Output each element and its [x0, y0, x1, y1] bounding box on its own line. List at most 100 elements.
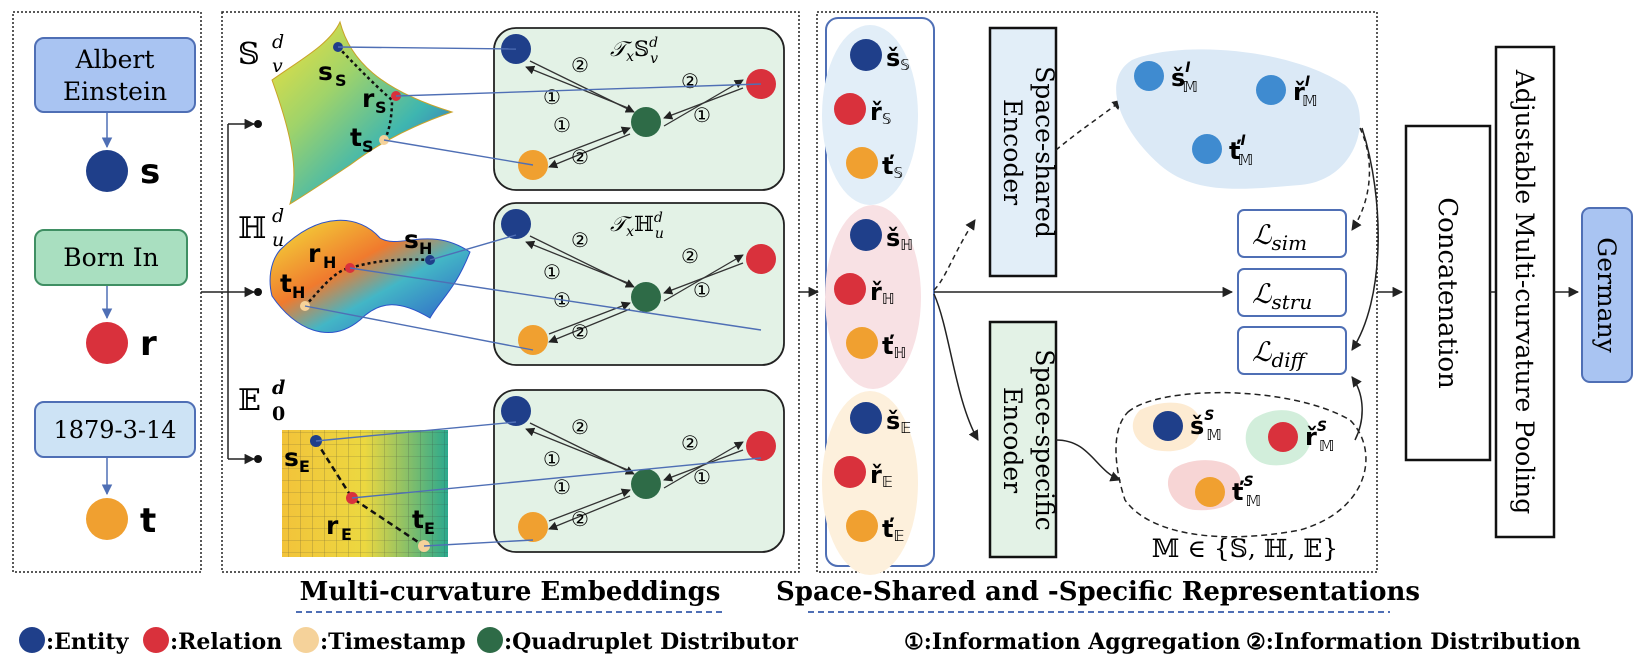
projected-t-node — [846, 510, 878, 542]
loss-stru-sub: stru — [1271, 290, 1312, 314]
loss-sim-box: ℒsim — [1237, 209, 1347, 258]
projected-t-node — [846, 147, 878, 179]
projected-t-node — [846, 327, 878, 359]
hyper-r-sub: H — [323, 253, 336, 272]
step-marker: ② — [571, 53, 589, 77]
projected-t-label: ť𝕊 — [882, 152, 903, 182]
input-relation: Born In — [34, 229, 188, 286]
tangent-timestamp-node — [518, 512, 548, 542]
sphere-sub: v — [272, 55, 283, 77]
step-marker: ① — [543, 260, 561, 284]
sphere-s-sub: S — [335, 71, 347, 90]
hyper-sup: d — [272, 205, 284, 227]
subject-symbol: s — [140, 152, 160, 192]
hyper-sub: u — [272, 229, 284, 251]
time-label: 1879-3-14 — [53, 416, 176, 444]
projected-r-label: ř𝔼 — [870, 461, 893, 491]
loss-sim-symbol: ℒ — [1252, 220, 1272, 251]
hyper-t-label: t — [280, 269, 292, 298]
projected-s-label: š𝕊 — [886, 44, 910, 74]
step-marker: ② — [681, 431, 699, 455]
loss-stru-box: ℒstru — [1237, 268, 1347, 317]
step-marker: ① — [693, 465, 711, 489]
shared-encoder-label1: Space-shared — [1030, 66, 1059, 238]
step-marker: ① — [543, 447, 561, 471]
sphere-sup: d — [272, 31, 284, 53]
hyperbolic-manifold: ℍ d u s H r H t H — [238, 205, 471, 333]
legend-relation-icon — [143, 627, 169, 653]
relation-label: Born In — [63, 243, 158, 272]
entity-node-icon — [86, 150, 128, 192]
subject-label-line1: Albert — [75, 45, 155, 74]
tangent-distributor-node — [631, 107, 661, 137]
projected-t-label: ťℍ — [882, 332, 906, 362]
specific-encoder-label2: Encoder — [998, 387, 1027, 493]
sphere-r-sub: S — [375, 98, 387, 117]
relation-symbol: r — [140, 324, 157, 364]
section-title-representations: Space-Shared and -Specific Representatio… — [776, 577, 1420, 607]
projected-s-node — [850, 219, 882, 251]
svg-text:ℒstru: ℒstru — [1252, 279, 1312, 314]
input-time: 1879-3-14 — [34, 401, 196, 458]
eucl-r-label: r — [326, 511, 339, 540]
projected-r-node — [834, 93, 866, 125]
tangent-distributor-node — [631, 282, 661, 312]
tangent-relation-node — [746, 244, 776, 274]
hyper-r-label: r — [308, 239, 321, 268]
step-marker: ② — [571, 228, 589, 252]
shared-output-blob — [1116, 49, 1360, 189]
shared-s-node — [1134, 61, 1164, 91]
legend: :Entity :Relation :Timestamp :Quadruplet… — [19, 627, 1581, 655]
shared-t-node — [1192, 134, 1222, 164]
eucl-s-label: s — [284, 443, 299, 472]
concatenation-label: Concatenation — [1432, 197, 1462, 389]
step-marker: ② — [571, 507, 589, 531]
specific-t-node — [1195, 477, 1225, 507]
hyper-name: ℍ — [238, 211, 266, 246]
legend-relation: :Relation — [170, 629, 282, 655]
loss-stru-symbol: ℒ — [1252, 279, 1272, 310]
projected-s-label: š𝔼 — [886, 407, 911, 437]
specific-s-node — [1153, 411, 1183, 441]
sphere-r-label: r — [362, 84, 375, 113]
loss-sim-sub: sim — [1271, 231, 1307, 255]
sphere-name: 𝕊 — [238, 37, 260, 72]
legend-entity-icon — [19, 627, 45, 653]
eucl-name: 𝔼 — [238, 383, 261, 418]
tangent-relation-node — [746, 431, 776, 461]
step-marker: ② — [571, 415, 589, 439]
sphere-manifold: 𝕊 d v s S r S t S — [238, 20, 454, 206]
section-title-embeddings: Multi-curvature Embeddings — [300, 577, 721, 607]
step-marker: ① — [543, 85, 561, 109]
projected-r-label: řℍ — [870, 278, 895, 308]
projected-s-label: šℍ — [886, 224, 913, 254]
projected-r-label: ř𝕊 — [870, 98, 891, 128]
concatenation-box — [1404, 124, 1492, 462]
output-box — [1581, 207, 1633, 383]
sphere-t-label: t — [350, 123, 362, 152]
relation-node-icon — [86, 322, 128, 364]
space-shared-encoder: Space-shared Encoder — [988, 26, 1059, 278]
specific-encoder-label1: Space-specific — [1030, 349, 1059, 531]
step-marker: ② — [571, 320, 589, 344]
step-marker: ② — [681, 69, 699, 93]
legend-aggregation: ①:Information Aggregation — [904, 629, 1241, 655]
eucl-r-sub: E — [341, 525, 352, 544]
time-symbol: t — [140, 501, 156, 541]
manifold-set-label: 𝕄 ∈ {𝕊, ℍ, 𝔼} — [1152, 534, 1338, 563]
projected-r-node — [834, 456, 866, 488]
tangent-distributor-node — [631, 469, 661, 499]
hyper-t-sub: H — [292, 283, 305, 302]
sphere-s-label: s — [318, 57, 333, 86]
svg-text:ℒdiff: ℒdiff — [1252, 337, 1309, 372]
hyper-s-label: s — [404, 225, 419, 254]
